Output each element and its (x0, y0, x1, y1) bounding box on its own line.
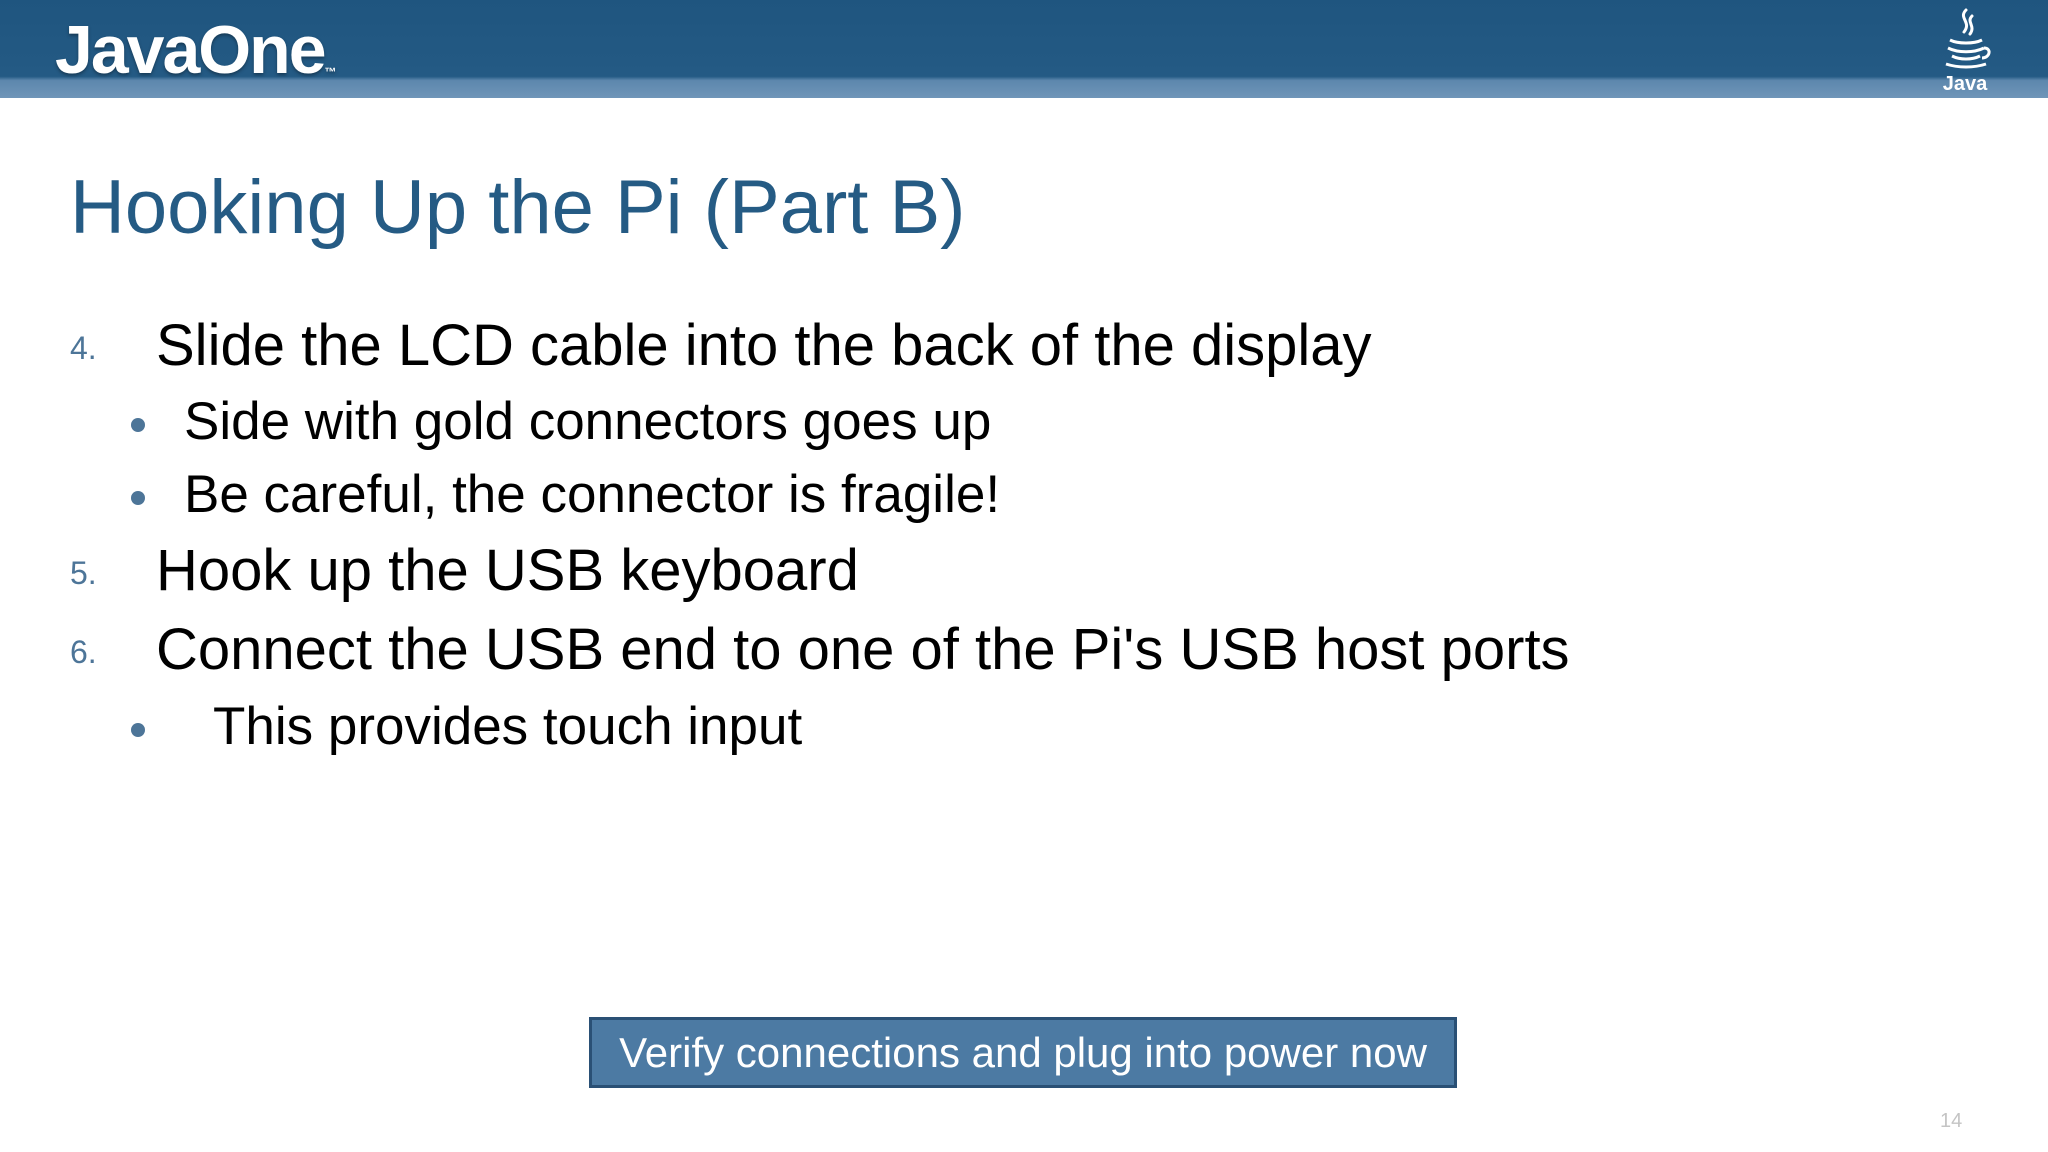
bullet-icon (131, 723, 145, 737)
callout-box: Verify connections and plug into power n… (589, 1017, 1457, 1088)
java-logo-text: Java (1943, 73, 1988, 94)
slide-title: Hooking Up the Pi (Part B) (70, 165, 966, 250)
bullet-icon (131, 418, 145, 432)
item-number: 6. (70, 634, 97, 670)
java-cup-icon: Java (1943, 8, 1991, 94)
sub-item-text: Be careful, the connector is fragile! (184, 465, 1001, 524)
item-text: Hook up the USB keyboard (156, 538, 859, 603)
sub-item-text: Side with gold connectors goes up (184, 392, 992, 451)
item-number: 5. (70, 555, 97, 591)
javaone-logo: JavaOne™ (55, 12, 337, 88)
sub-item-text: This provides touch input (213, 697, 803, 756)
page-number: 14 (1940, 1110, 1963, 1132)
item-text: Slide the LCD cable into the back of the… (156, 313, 1372, 378)
header-bar: JavaOne™ Java (0, 0, 2048, 98)
item-number: 4. (70, 330, 97, 366)
bullet-icon (131, 491, 145, 505)
item-text: Connect the USB end to one of the Pi's U… (156, 617, 1570, 682)
